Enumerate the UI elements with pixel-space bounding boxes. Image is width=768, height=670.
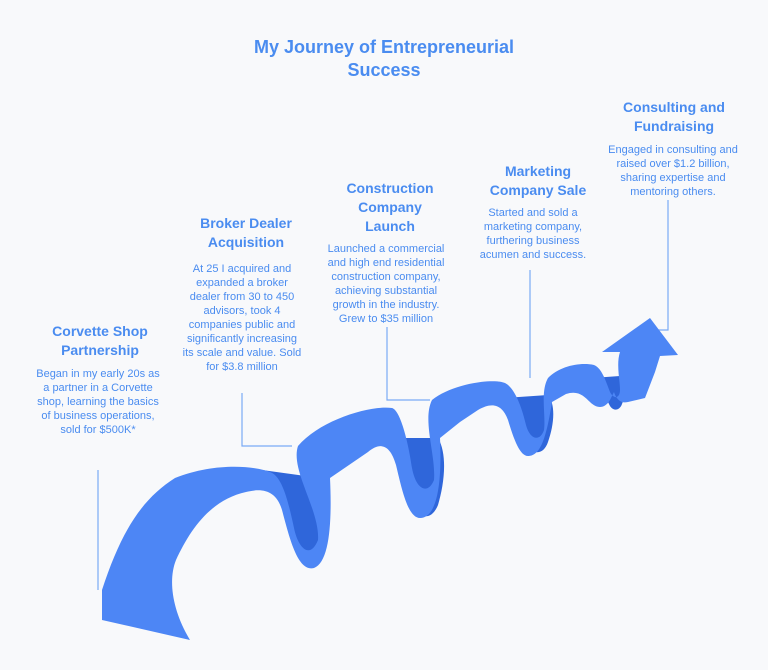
milestone-description-consulting: Engaged in consulting and raised over $1… bbox=[608, 144, 738, 198]
page-title: My Journey of Entrepreneurial Success bbox=[253, 37, 515, 80]
milestone-title-corvette-shop: Corvette Shop Partnership bbox=[52, 323, 148, 358]
milestone-description-broker-dealer: At 25 I acquired and expanded a broker d… bbox=[182, 263, 302, 373]
connector-line-5 bbox=[650, 200, 669, 331]
ribbon-arrow bbox=[102, 318, 678, 640]
milestone-description-marketing: Started and sold a marketing company, fu… bbox=[479, 207, 587, 261]
milestone-title-marketing: Marketing Company Sale bbox=[489, 163, 587, 198]
connector-line-3 bbox=[386, 327, 430, 401]
connector-line-2 bbox=[241, 393, 292, 447]
milestone-description-corvette-shop: Began in my early 20s as a partner in a … bbox=[36, 368, 160, 436]
milestone-description-construction: Launched a commercial and high end resid… bbox=[327, 243, 445, 325]
milestone-title-construction: Construction Company Launch bbox=[346, 180, 434, 234]
milestone-title-consulting: Consulting and Fundraising bbox=[623, 99, 725, 134]
milestone-title-broker-dealer: Broker Dealer Acquisition bbox=[200, 215, 292, 250]
